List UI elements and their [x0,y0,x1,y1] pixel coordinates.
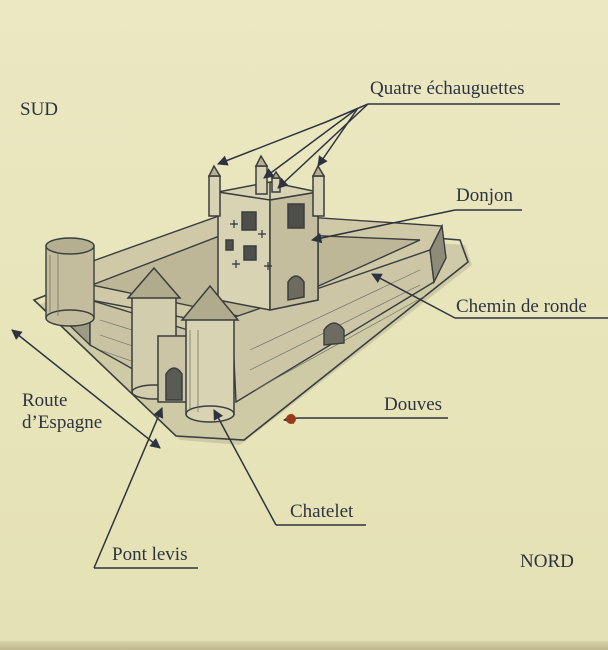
paint-damage-spot [286,414,296,424]
panel-bottom-edge [0,641,608,650]
corner-tower [45,237,95,327]
label-pont-levis: Pont levis [112,544,188,565]
label-douves: Douves [384,394,443,415]
label-nord: NORD [520,551,574,572]
label-quatre-echauguettes: Quatre échauguettes [370,78,525,99]
keep [207,154,326,311]
label-sud: SUD [20,99,59,120]
label-chemin-de-ronde: Chemin de ronde [456,296,587,317]
leader-lines [11,103,608,569]
label-donjon: Donjon [456,185,513,206]
label-route-d-espagne: Route d’Espagne [22,390,103,433]
label-chatelet: Chatelet [290,501,354,522]
echauguette-turrets [207,154,326,217]
